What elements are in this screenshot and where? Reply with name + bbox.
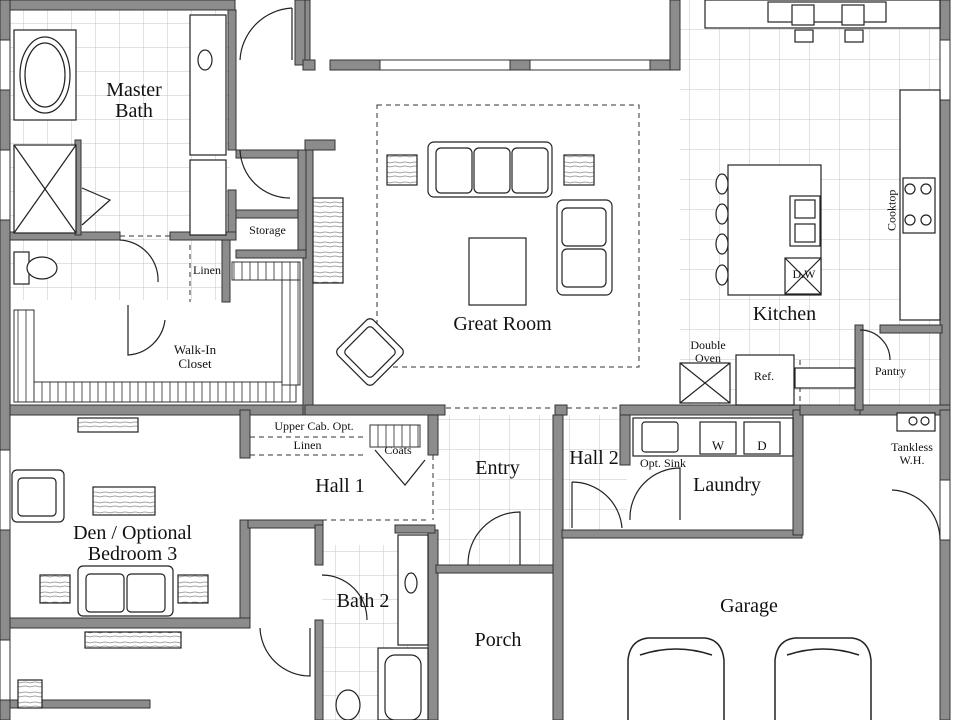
- label-washer: W: [711, 438, 725, 453]
- label-laundry: Laundry: [693, 474, 761, 496]
- kitchen-fixtures: [679, 0, 941, 406]
- label-walk-in-closet: Walk-In Closet: [173, 342, 217, 371]
- windows: [0, 39, 951, 701]
- closet-shelves: [13, 261, 421, 448]
- label-great-room: Great Room: [453, 313, 552, 335]
- garage-cars: [627, 637, 872, 720]
- master-bath-fixtures: [13, 14, 227, 285]
- den-furniture: [11, 417, 209, 709]
- label-hall-2: Hall 2: [569, 447, 619, 469]
- doors: [81, 7, 941, 677]
- label-linen-master: Linen: [193, 263, 221, 277]
- label-kitchen: Kitchen: [752, 303, 817, 325]
- label-opt-sink: Opt. Sink: [639, 456, 686, 470]
- label-bath-2: Bath 2: [336, 590, 390, 612]
- bath2-fixtures: [335, 534, 429, 720]
- label-double-oven: Double Oven: [690, 338, 726, 365]
- label-entry: Entry: [475, 457, 520, 479]
- label-upper-cab: Upper Cab. Opt.: [274, 419, 354, 433]
- label-dryer: D: [757, 438, 767, 453]
- label-porch: Porch: [474, 629, 522, 651]
- label-master-bath: Master Bath: [106, 79, 162, 122]
- label-hall-1: Hall 1: [315, 475, 365, 497]
- laundry-fixtures: [632, 412, 936, 457]
- label-ref: Ref.: [753, 369, 775, 383]
- great-room-furniture: [312, 141, 613, 386]
- label-pantry: Pantry: [874, 364, 907, 378]
- label-cooktop: Cooktop: [884, 189, 899, 231]
- label-dw: D.W: [792, 267, 816, 281]
- label-tankless-wh: Tankless W.H.: [891, 440, 933, 467]
- label-den: Den / Optional Bedroom 3: [73, 522, 192, 565]
- label-linen-hall: Linen: [293, 438, 322, 452]
- label-garage: Garage: [720, 595, 778, 617]
- label-coats: Coats: [384, 443, 412, 457]
- label-storage: Storage: [249, 223, 286, 237]
